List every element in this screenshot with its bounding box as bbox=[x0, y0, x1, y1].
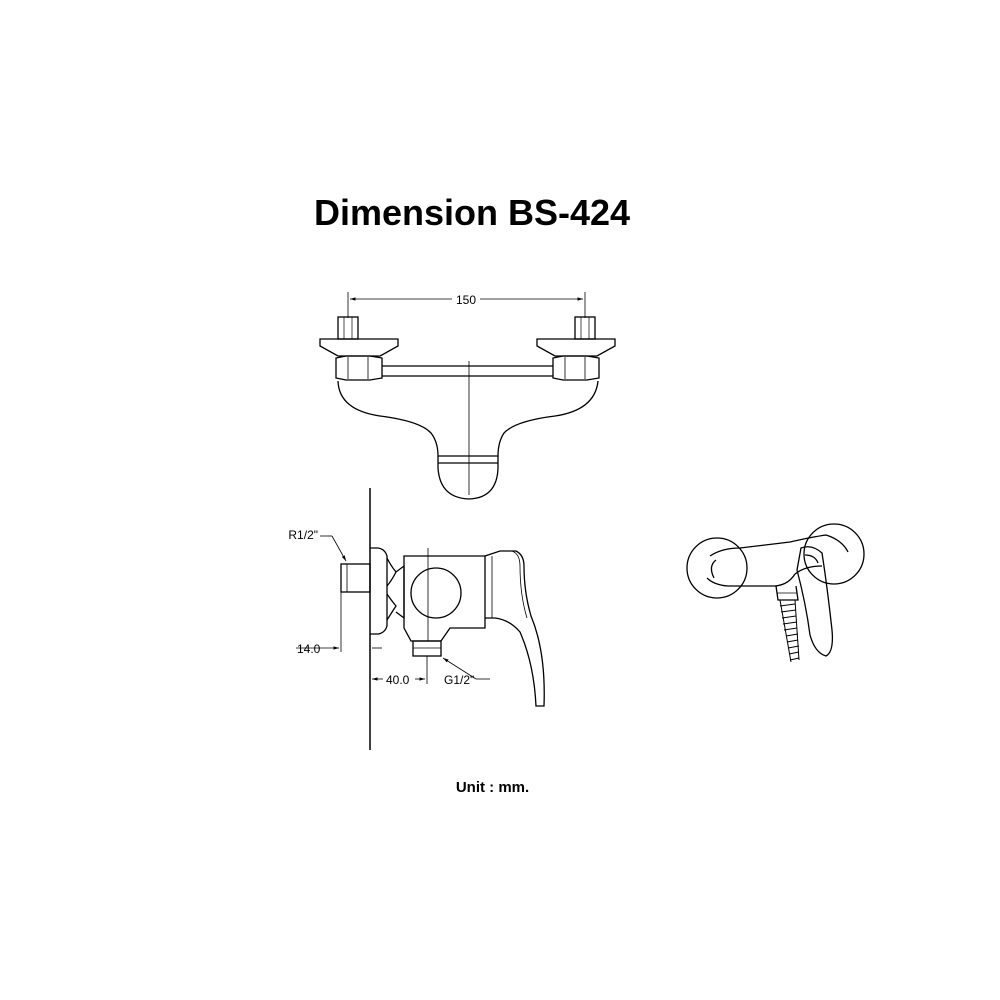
width-dimension bbox=[347, 292, 586, 318]
unit-note: Unit : mm. bbox=[455, 779, 530, 796]
page-title: Dimension BS-424 bbox=[313, 192, 631, 233]
shower-hose bbox=[779, 599, 800, 663]
depth-label: 14.0 bbox=[297, 642, 321, 656]
width-label: 150 bbox=[456, 293, 476, 307]
side-view bbox=[340, 488, 545, 750]
outlet-offset-label: 40.0 bbox=[386, 673, 410, 687]
outlet-thread-label: G1/2" bbox=[444, 673, 474, 687]
perspective-view bbox=[686, 523, 865, 663]
top-view: 150 bbox=[319, 292, 616, 500]
side-view-dimensions bbox=[296, 535, 490, 684]
inlet-thread-label: R1/2" bbox=[288, 528, 318, 542]
